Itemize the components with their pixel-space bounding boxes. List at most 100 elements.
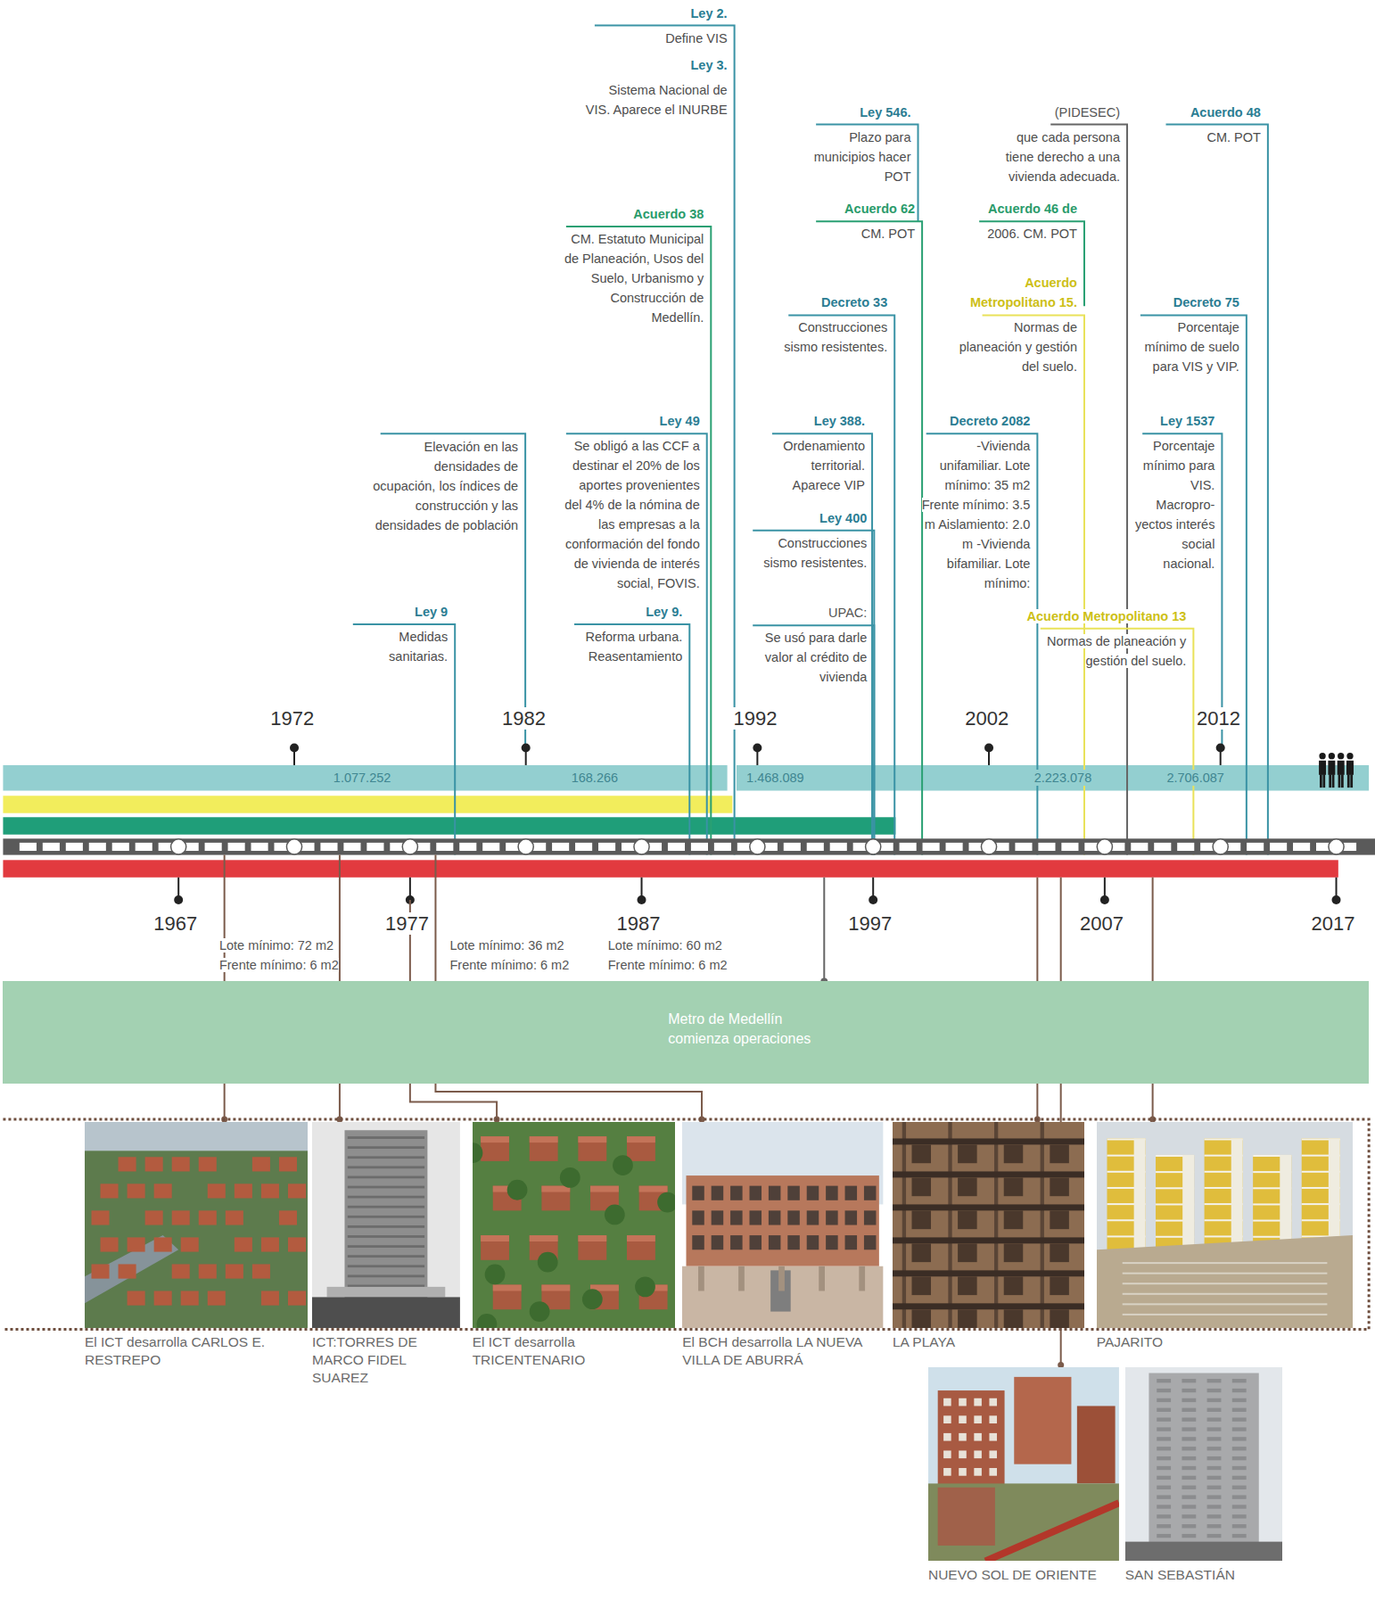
photo-shape (911, 1243, 931, 1263)
year-dot (637, 895, 647, 905)
person-leg (1332, 773, 1335, 788)
timeline-tick (598, 842, 616, 851)
photo-shape (1121, 1303, 1327, 1306)
person-leg (1350, 773, 1353, 788)
photo-shape (347, 1205, 425, 1209)
timeline-tick (783, 842, 801, 851)
annotation-body-box: Plazo para municipios hacer POT (806, 127, 912, 187)
lot-size-note-box: Lote mínimo: 60 m2 Frente mínimo: 6 m2 (608, 935, 742, 975)
annotation-body: Construcciones sismo resistentes. (763, 535, 867, 570)
metro-band: Metro de Medellín comienza operaciones (2, 980, 1369, 1083)
photo-shape (994, 1121, 998, 1328)
photo-shape (730, 1185, 743, 1201)
photo-shape (1121, 1283, 1327, 1285)
annotation-heading: Ley 388. (814, 413, 865, 429)
year-label-box: 1992 (732, 707, 780, 731)
annotation-heading-box: Ley 2. (586, 3, 728, 24)
photo-shape (252, 1157, 271, 1172)
photo-shape (1004, 1309, 1024, 1329)
photo-shape (1232, 1416, 1247, 1421)
photo-shape (347, 1195, 425, 1199)
year-label: 1977 (383, 912, 431, 935)
annotation-heading-box: UPAC: (744, 602, 867, 623)
photo-shape (768, 1185, 782, 1201)
photo-shape (252, 1264, 271, 1279)
photo-shape (480, 1136, 510, 1143)
timeline-tick (922, 842, 940, 851)
photo-shape (577, 1136, 607, 1161)
timeline-tick (135, 842, 153, 851)
photo-shape (172, 1157, 190, 1172)
timeline-marker (171, 839, 187, 855)
annotation-heading: UPAC: (828, 605, 867, 620)
timeline-marker (518, 839, 534, 855)
year-dot (1332, 895, 1342, 905)
photo-shape (1181, 1416, 1196, 1421)
photo-shape (312, 1297, 461, 1329)
photo-shape (1206, 1416, 1221, 1421)
photo-shape (181, 1237, 199, 1252)
photo-shape (1049, 1309, 1070, 1329)
photo-shape (1206, 1388, 1221, 1392)
photo-shape (892, 1204, 1085, 1211)
photo-shape (145, 1210, 164, 1226)
photo-shape (1206, 1436, 1221, 1441)
photo-shape (492, 1284, 521, 1310)
photo-shape (957, 1144, 978, 1164)
annotation-heading-box: Acuerdo 46 de (969, 198, 1078, 219)
annotation-body-box: Normas de planeación y gestión del suelo… (948, 317, 1078, 377)
photo-shape (1181, 1514, 1196, 1518)
photo-shape (1077, 1405, 1116, 1483)
photo-shape (1121, 1292, 1327, 1295)
year-label-box: 2007 (1078, 912, 1126, 936)
photo-shape (958, 1432, 967, 1441)
annotation-heading: Acuerdo 48 (1190, 105, 1261, 120)
photo-shape (577, 1136, 607, 1143)
tree (472, 1143, 483, 1164)
timeline-tick (1130, 842, 1148, 851)
photo-shape (347, 1244, 425, 1248)
timeline-tick (343, 842, 361, 851)
annotation-heading: Acuerdo Metropolitano 15. (970, 275, 1078, 310)
annotation-heading-box: Decreto 75 (1132, 292, 1240, 313)
photo-shape (1181, 1456, 1196, 1460)
bracket-line (752, 625, 874, 855)
annotation-heading: Decreto 75 (1173, 295, 1240, 310)
timeline-bar (2, 838, 1375, 855)
photo-shape (528, 1136, 558, 1161)
photo-shape (1206, 1426, 1221, 1431)
photo-shape (1181, 1465, 1196, 1470)
photo-shape (1004, 1144, 1024, 1164)
timeline-tick (946, 842, 964, 851)
year-dot (752, 742, 762, 752)
annotation-body-box: Sistema Nacional de VIS. Aparece el INUR… (581, 80, 728, 120)
photo-shape (480, 1136, 510, 1161)
photo-shape (892, 1121, 1085, 1328)
photo-shape (626, 1136, 656, 1143)
red-band (2, 859, 1338, 877)
photo-picture (312, 1121, 461, 1328)
timeline-marker (1096, 839, 1112, 855)
person-body (1337, 760, 1345, 775)
photo-shape (261, 1237, 280, 1252)
photo-shape (698, 1266, 705, 1292)
photo-shape (943, 1467, 952, 1476)
population-band: 1.077.252168.2661.468.0892.223.0782.706.… (2, 765, 1369, 791)
photo-shape (1156, 1494, 1171, 1499)
photo-shape (943, 1432, 952, 1441)
photo-shape (198, 1157, 217, 1172)
year-label-box: 2012 (1194, 707, 1243, 731)
photo-shape (892, 1303, 1085, 1310)
annotation-heading: Acuerdo 62 (844, 201, 915, 216)
annotation-body: CM. POT (1206, 130, 1260, 145)
photo-shape (312, 1121, 461, 1328)
photo-shape (1181, 1436, 1196, 1441)
photo: NUEVO SOL DE ORIENTE (928, 1366, 1120, 1561)
photo-shape (1156, 1378, 1171, 1383)
timeline-tick (667, 842, 685, 851)
annotation-heading-box: Ley 3. (581, 55, 728, 75)
tree (476, 1313, 497, 1328)
annotation-body: Porcentaje mínimo para VIS. Macropro- ye… (1135, 438, 1215, 571)
photo-shape (279, 1157, 297, 1172)
photo-shape (1049, 1177, 1070, 1197)
